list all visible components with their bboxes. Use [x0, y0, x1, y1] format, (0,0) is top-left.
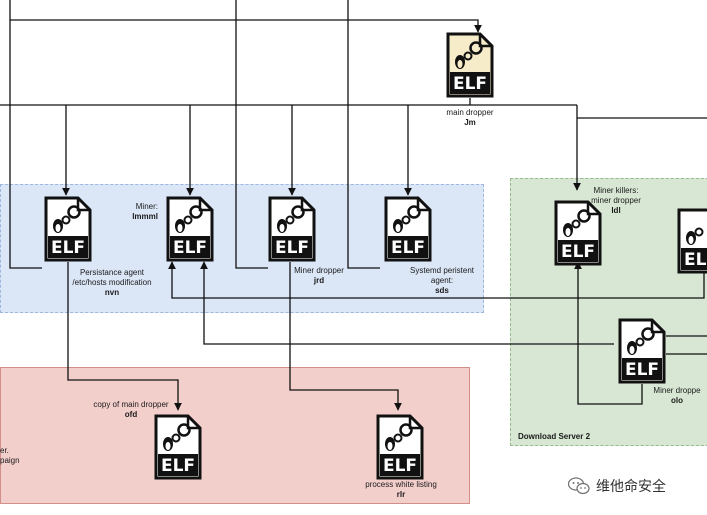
download-server-2-title: Download Server 2: [518, 432, 591, 441]
file-icon: [376, 414, 424, 480]
red-region-fragment: er. paign: [0, 446, 40, 466]
watermark-text: 维他命安全: [596, 478, 666, 494]
elf-badge: ELF: [382, 456, 418, 476]
edge-edge-to-lmmml: [168, 261, 705, 299]
edge-top-to-jm: [9, 0, 482, 33]
sds-label: Systemd peristent agent: sds: [400, 266, 484, 296]
nvn-label: Persistance agent /etc/hosts modificatio…: [62, 268, 162, 298]
elf-badge: ELF: [172, 238, 208, 258]
watermark: 维他命安全: [568, 476, 666, 496]
elf-badge: ELF: [274, 238, 310, 258]
ldl-desc-1: Miner killers:: [593, 186, 639, 195]
elf-badge: ELF: [683, 250, 707, 270]
ofd-name: ofd: [124, 410, 138, 419]
ldl-elf-icon[interactable]: ELF: [554, 200, 602, 266]
file-icon: [268, 196, 316, 262]
jrd-label: Miner dropper jrd: [284, 266, 354, 286]
rlr-desc: process white listing: [365, 480, 437, 489]
nvn-desc-2: /etc/hosts modification: [72, 278, 152, 287]
rlr-elf-icon[interactable]: ELF: [376, 414, 424, 480]
ldl-name: ldl: [611, 206, 621, 215]
elf-badge: ELF: [452, 74, 488, 94]
edge-jrd-to-rlr: [289, 262, 402, 411]
wechat-icon: [568, 477, 590, 495]
olo-desc: Miner droppe: [653, 386, 701, 395]
file-icon: [154, 414, 202, 480]
elf-badge: ELF: [160, 456, 196, 476]
olo-label: Miner droppe olo: [648, 386, 706, 406]
elf-badge: ELF: [390, 238, 426, 258]
edge-lmmml-to-jm: [235, 0, 268, 269]
jm-label: main dropper Jm: [436, 108, 504, 128]
file-icon: [384, 196, 432, 262]
edge-sds-loop: [347, 0, 380, 269]
ofd-elf-icon[interactable]: ELF: [154, 414, 202, 480]
file-icon: [554, 200, 602, 266]
olo-name: olo: [671, 396, 683, 405]
jrd-desc: Miner dropper: [294, 266, 344, 275]
edge-olo-to-lmmml: [200, 261, 614, 345]
elf-badge: ELF: [50, 238, 86, 258]
rlr-name: rlr: [396, 490, 406, 499]
file-icon: [677, 208, 707, 274]
edge-nvn-to-ofd: [67, 262, 182, 411]
jm-elf-icon[interactable]: ELF: [446, 32, 494, 98]
ldl-desc-2: miner dropper: [591, 196, 641, 205]
nvn-desc-1: Persistance agent: [79, 268, 145, 277]
download-server-2-region: [510, 178, 707, 446]
sds-name: sds: [435, 286, 449, 295]
ofd-label: copy of main dropper ofd: [86, 400, 176, 420]
edge-left-loop: [9, 20, 42, 269]
jm-name: Jm: [464, 118, 476, 127]
elf-badge: ELF: [624, 360, 660, 380]
jm-desc: main dropper: [446, 108, 494, 117]
edge-olo-to-ldl: [574, 261, 643, 405]
sds-desc-2: agent:: [430, 276, 454, 285]
ldl-label: Miner killers: miner dropper ldl: [580, 186, 652, 216]
olo-elf-icon[interactable]: ELF: [618, 318, 666, 384]
jrd-elf-icon[interactable]: ELF: [268, 196, 316, 262]
sds-elf-icon[interactable]: ELF: [384, 196, 432, 262]
red-fragment-1: er.: [0, 446, 9, 455]
lmmml-name: lmmml: [132, 212, 158, 221]
file-icon: [446, 32, 494, 98]
file-icon: [166, 196, 214, 262]
file-icon: [44, 196, 92, 262]
ofd-desc: copy of main dropper: [93, 400, 169, 409]
jrd-name: jrd: [313, 276, 325, 285]
lmmml-label: Miner: lmmml: [118, 202, 158, 222]
nvn-elf-icon[interactable]: ELF: [44, 196, 92, 262]
file-icon: [618, 318, 666, 384]
elf-badge: ELF: [560, 242, 596, 262]
lmmml-elf-icon[interactable]: ELF: [166, 196, 214, 262]
sds-desc-1: Systemd peristent: [409, 266, 475, 275]
red-fragment-2: paign: [0, 456, 20, 465]
edge-elf-icon[interactable]: ELF: [677, 208, 707, 274]
nvn-name: nvn: [104, 288, 120, 297]
lmmml-desc: Miner:: [135, 202, 158, 211]
rlr-label: process white listing rlr: [356, 480, 446, 500]
